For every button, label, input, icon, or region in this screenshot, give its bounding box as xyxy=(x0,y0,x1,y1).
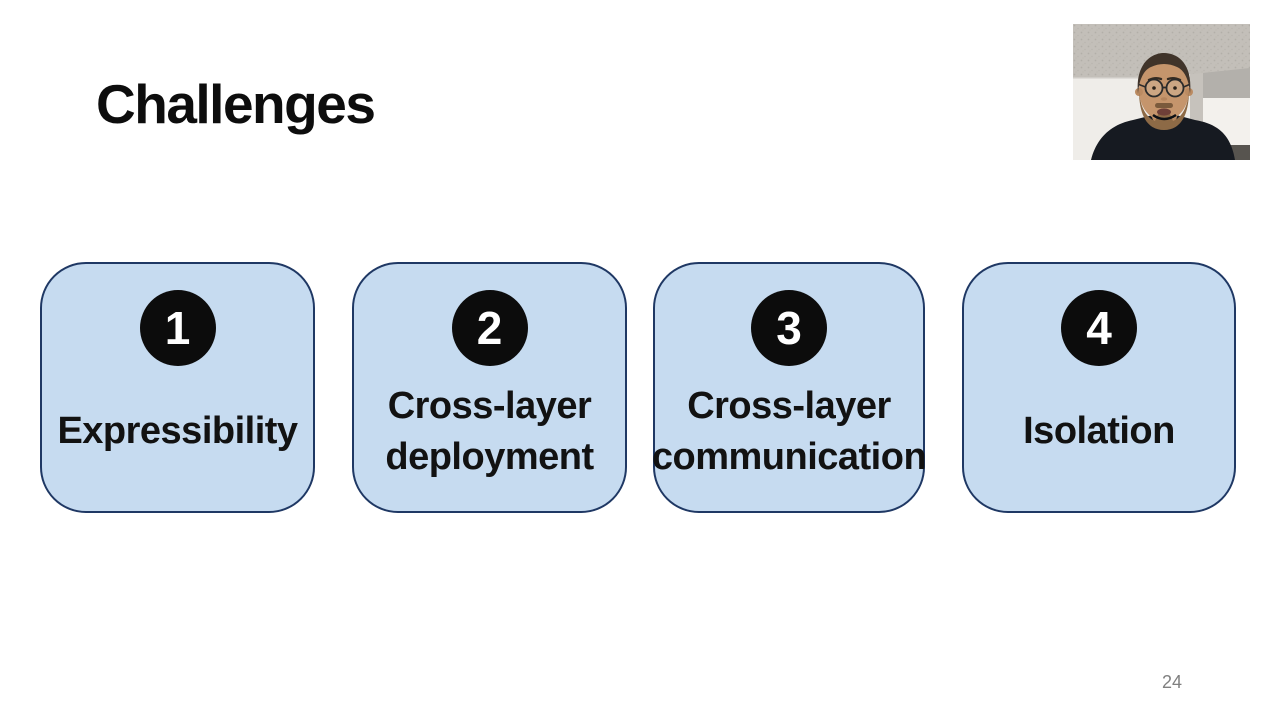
webcam-video xyxy=(1073,24,1250,160)
challenge-card-4: 4 Isolation xyxy=(962,262,1236,513)
card-label-2: Cross-layer deployment xyxy=(385,384,594,478)
number-badge-2: 2 xyxy=(451,290,528,366)
number-badge-3: 3 xyxy=(751,290,827,366)
challenge-card-1: 1 Expressibility xyxy=(40,262,315,513)
number-badge-4: 4 xyxy=(1061,290,1137,366)
slide-title: Challenges xyxy=(96,73,376,135)
card-label-4: Isolation xyxy=(1023,410,1175,453)
presenter-avatar xyxy=(1073,24,1250,160)
page-number: 24 xyxy=(1162,672,1183,692)
card-label-1: Expressibility xyxy=(57,410,298,453)
challenge-card-3: 3 Cross-layer communication xyxy=(652,262,927,513)
challenge-card-2: 2 Cross-layer deployment xyxy=(352,262,627,513)
card-label-3: Cross-layer communication xyxy=(651,384,927,478)
number-badge-1: 1 xyxy=(139,290,216,366)
